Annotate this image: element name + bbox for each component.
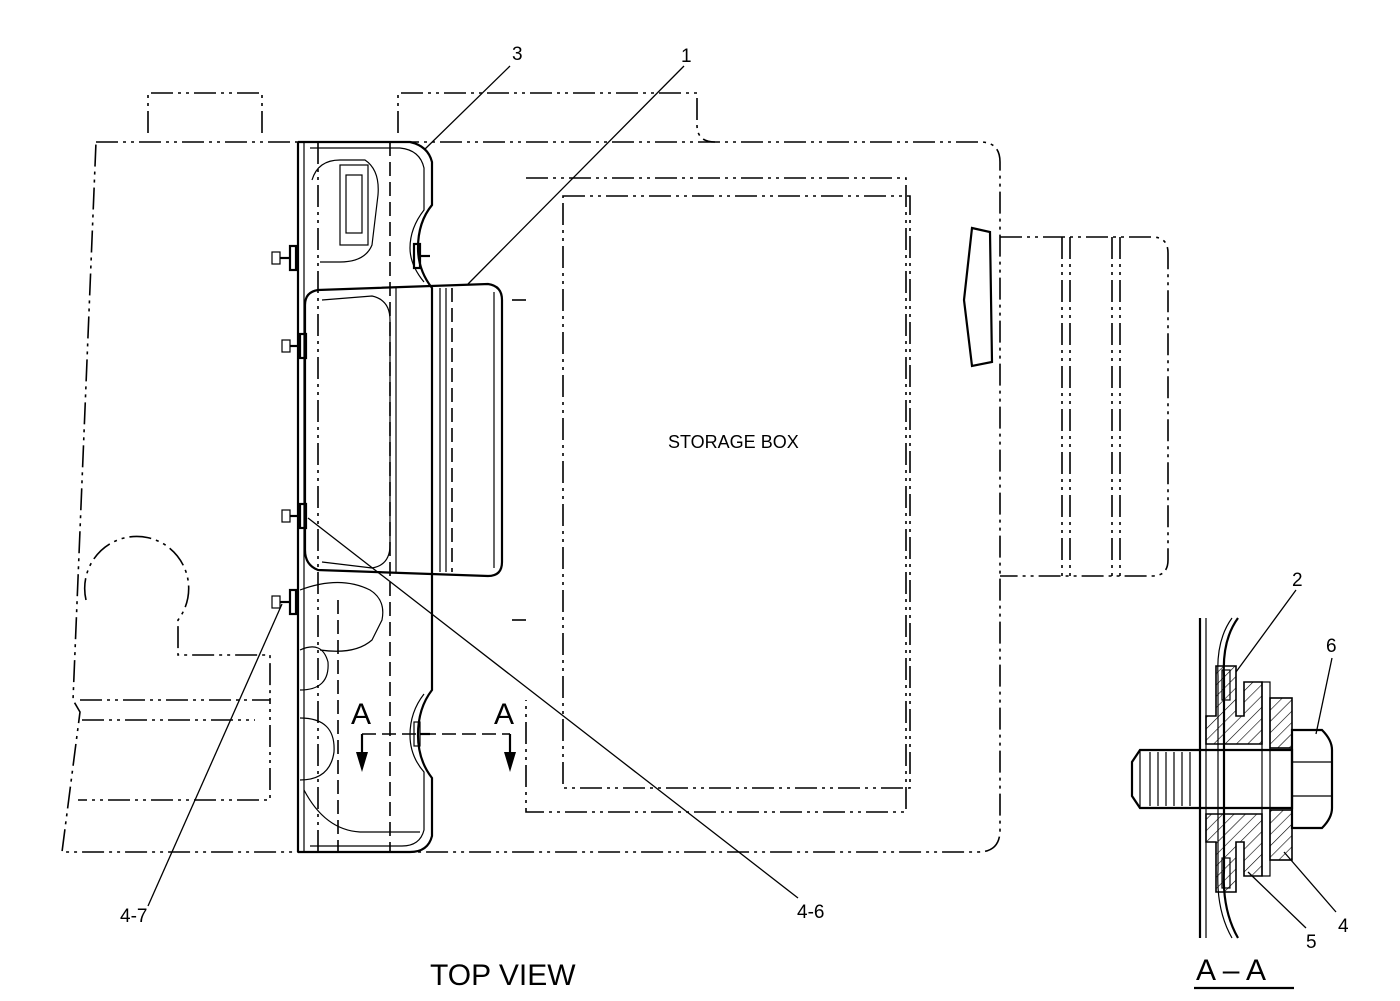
section-cut-line bbox=[356, 733, 516, 772]
storage-box-label: STORAGE BOX bbox=[668, 432, 799, 452]
callout-4-7: 4-7 bbox=[120, 906, 147, 927]
left-fasteners bbox=[271, 244, 308, 616]
section-leader-lines bbox=[1235, 589, 1337, 929]
mounting-bracket bbox=[296, 140, 434, 854]
callout-4: 4 bbox=[1338, 916, 1349, 937]
section-title: A – A bbox=[1196, 954, 1266, 987]
callout-5: 5 bbox=[1306, 932, 1317, 953]
section-marker-left: A bbox=[351, 698, 371, 731]
callout-2: 2 bbox=[1292, 570, 1303, 591]
callout-3: 3 bbox=[512, 44, 523, 65]
callout-4-6: 4-6 bbox=[797, 902, 824, 923]
view-title: TOP VIEW bbox=[430, 959, 576, 992]
light-housing bbox=[303, 282, 504, 578]
callout-6: 6 bbox=[1326, 636, 1337, 657]
callout-1: 1 bbox=[681, 46, 692, 67]
vehicle-outline-phantom bbox=[61, 92, 1169, 853]
section-detail bbox=[1130, 617, 1334, 939]
section-marker-right: A bbox=[494, 698, 514, 731]
right-fasteners bbox=[412, 242, 430, 747]
leader-lines bbox=[147, 65, 799, 907]
bolt-threads bbox=[1149, 752, 1191, 806]
